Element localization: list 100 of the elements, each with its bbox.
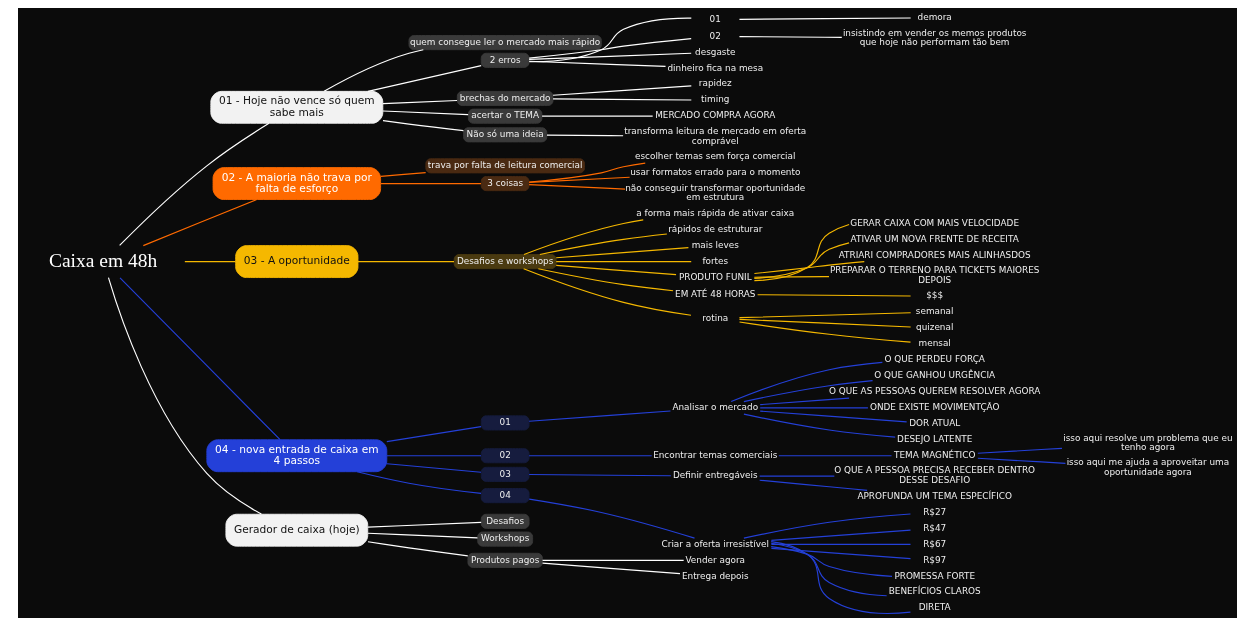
connector (541, 115, 654, 117)
connector (528, 184, 626, 190)
node-box: quem consegue ler o mercado mais rápido (408, 35, 602, 51)
node-box: 3 coisas (480, 176, 530, 192)
node-text: Definir entregáveis (672, 470, 758, 481)
connector (753, 276, 830, 278)
connector (539, 233, 668, 256)
node-text: transforma leitura de mercado em oferta comprável (624, 125, 807, 146)
node-box: 01 - Hoje não vence só quem sabe mais (210, 90, 384, 124)
connector (555, 261, 692, 263)
node-text: R$67 (923, 538, 947, 549)
node-text: insistindo em vender os memos produtos que hoje não performam tão bem (842, 27, 1027, 48)
connector (184, 261, 237, 263)
connector (753, 223, 850, 282)
connector (552, 85, 692, 96)
node-text: ATRIARI COMPRADORES MAIS ALINHASDOS (838, 249, 1031, 260)
connector (730, 361, 883, 403)
node-text: não conseguir transformar oportunidade em estrutura (625, 182, 806, 203)
node-box: 03 (480, 466, 530, 482)
node-text: O QUE A PESSOA PRECISA RECEBER DENTRO DESSE DESAFIO (834, 465, 1036, 486)
node-text: PREPARAR O TERRENO PARA TICKETS MAIORES DEPOIS (829, 265, 1040, 285)
node-text: semanal (915, 306, 954, 317)
node-text: O QUE AS PESSOAS QUEREM RESOLVER AGORA (828, 386, 1041, 397)
node-text: usar formatos errado para o momento (630, 167, 801, 178)
connector (759, 407, 869, 409)
node-text: BENEFÍCIOS CLAROS (888, 586, 981, 597)
connector (382, 120, 464, 132)
connector (386, 463, 482, 473)
node-text: R$27 (923, 506, 947, 517)
connector (555, 247, 689, 259)
node-text: dinheiro fica na mesa (667, 62, 764, 73)
node-text: rotina (702, 312, 729, 323)
node-box: Gerador de caixa (hoje) (225, 513, 369, 547)
node-text: timing (701, 94, 730, 105)
node-box: brechas do mercado (456, 90, 554, 106)
node-text: isso aqui me ajuda a aproveitar uma oportunidade agora (1066, 457, 1230, 478)
node-box: 04 (480, 488, 530, 504)
connector (770, 543, 912, 545)
connector (380, 183, 482, 185)
connector (382, 110, 469, 116)
connector (367, 532, 478, 539)
node-box: Produtos pagos (467, 552, 543, 568)
connector (738, 17, 912, 20)
node-box: Desafios e workshops (453, 254, 557, 270)
node-text: ONDE EXISTE MOVIMENTÇÃO (869, 402, 1000, 413)
connector (382, 99, 458, 105)
node-text: demora (917, 12, 952, 22)
connector (528, 37, 692, 59)
node-text: DESEJO LATENTE (897, 433, 973, 444)
connector (743, 413, 896, 438)
connector (753, 261, 865, 275)
node-box: Workshops (477, 531, 534, 547)
connector (770, 546, 893, 577)
node-text: desgaste (695, 46, 736, 57)
node-text: PROMESSA FORTE (894, 570, 975, 581)
node-text: Vender agora (685, 554, 746, 565)
connector (542, 559, 685, 561)
connector (528, 176, 631, 183)
node-text: $$$ (926, 290, 944, 301)
node-text: Encontrar temas comerciais (653, 449, 778, 460)
connector (757, 294, 912, 297)
connector (380, 172, 427, 177)
connector (528, 52, 692, 61)
connector (977, 447, 1063, 454)
connector (528, 410, 672, 422)
connector (523, 268, 692, 316)
connector (555, 264, 677, 276)
connector (356, 471, 482, 494)
connector (977, 457, 1066, 464)
node-text: PRODUTO FUNIL (678, 271, 752, 282)
connector (323, 49, 424, 92)
node-text: 02 (709, 30, 721, 41)
node-box: trava por falta de leitura comercial (425, 158, 585, 174)
connector (770, 529, 912, 541)
node-text: EM ATÉ 48 HORAS (675, 288, 756, 299)
connector (743, 380, 874, 403)
connector (738, 36, 843, 38)
connector (759, 479, 868, 491)
node-box: 02 (480, 448, 530, 464)
node-text: isso aqui resolve um problema que eu tenho agora (1063, 432, 1233, 453)
connector (759, 410, 908, 423)
connector (528, 162, 646, 183)
node-text: DIRETA (918, 602, 951, 613)
connector (528, 17, 692, 63)
node-text: APROFUNDA UM TEMA ESPECÍFICO (857, 490, 1012, 501)
connector (552, 98, 692, 101)
node-text: MERCADO COMPRA AGORA (655, 110, 776, 121)
node-text: DOR ATUAL (909, 418, 961, 429)
node-text: GERAR CAIXA COM MAIS VELOCIDADE (850, 217, 1020, 228)
connector (738, 321, 912, 343)
connector (778, 455, 893, 457)
node-box: acertar o TEMA (467, 108, 543, 124)
node-box: 01 (480, 415, 530, 431)
node-text: fortes (702, 255, 729, 266)
connector (753, 242, 850, 279)
connector (738, 312, 912, 319)
connector (367, 65, 482, 92)
node-text: O QUE PERDEU FORÇA (884, 354, 985, 365)
connector (386, 455, 482, 457)
connector (743, 513, 912, 539)
